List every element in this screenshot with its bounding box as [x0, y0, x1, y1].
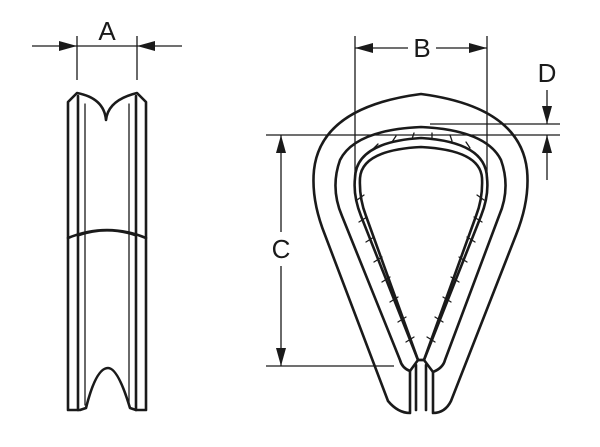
dim-d-label: D	[538, 58, 557, 88]
front-view	[312, 92, 529, 415]
dim-d-arrow-top	[542, 106, 552, 124]
dim-a-arrow-left	[59, 41, 77, 51]
side-view	[66, 91, 148, 412]
front-view-hatching	[356, 132, 485, 343]
dimension-b: B	[354, 33, 488, 180]
side-view-outline	[66, 91, 148, 412]
front-view-outer	[312, 92, 529, 415]
front-view-right-tip	[422, 358, 435, 374]
side-view-waist	[66, 228, 148, 240]
dim-a-arrow-right	[137, 41, 155, 51]
dim-a-label: A	[98, 16, 116, 46]
dim-d-arrow-bottom	[542, 135, 552, 153]
dim-c-arrow-bottom	[276, 348, 286, 366]
dimension-a: A	[32, 16, 182, 80]
dim-b-arrow-left	[355, 43, 373, 53]
dimension-c: C	[266, 134, 560, 367]
dim-b-arrow-right	[469, 43, 487, 53]
dim-c-label: C	[272, 234, 291, 264]
front-view-left-tip	[408, 358, 420, 373]
dim-b-label: B	[413, 33, 430, 63]
front-view-inner-eye	[358, 145, 484, 362]
dimension-d: D	[430, 58, 560, 180]
dim-c-arrow-top	[276, 135, 286, 153]
side-view-waist-inner	[77, 230, 137, 237]
